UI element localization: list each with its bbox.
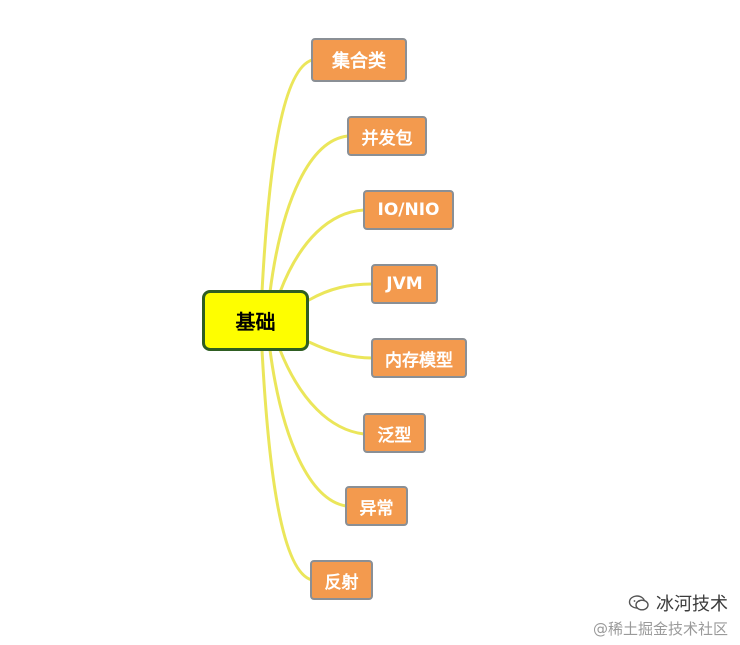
child-node-label: 反射 xyxy=(324,572,359,593)
connector-6 xyxy=(278,348,366,436)
child-node-concurrent[interactable]: 并发包 xyxy=(347,116,427,156)
connector-5 xyxy=(307,340,374,360)
connector-3 xyxy=(278,208,366,294)
connector-1 xyxy=(260,58,314,294)
child-node-generics[interactable]: 泛型 xyxy=(363,413,426,453)
watermark-site: @稀土掘金技术社区 xyxy=(592,620,728,638)
watermark: 冰河技术 @稀土掘金技术社区 xyxy=(593,590,728,639)
child-node-label: JVM xyxy=(386,274,423,294)
connector-4 xyxy=(307,282,374,302)
connector-8 xyxy=(260,348,314,582)
root-node[interactable]: 基础 xyxy=(202,290,309,351)
child-node-label: IO/NIO xyxy=(377,200,440,220)
child-node-label: 泛型 xyxy=(377,425,412,446)
connector-2 xyxy=(268,134,350,294)
child-node-memory-model[interactable]: 内存模型 xyxy=(371,338,467,378)
child-node-label: 并发包 xyxy=(361,128,413,149)
child-node-collections[interactable]: 集合类 xyxy=(311,38,407,82)
child-node-jvm[interactable]: JVM xyxy=(371,264,438,304)
connector-7 xyxy=(268,348,348,508)
child-node-exceptions[interactable]: 异常 xyxy=(345,486,408,526)
child-node-label: 内存模型 xyxy=(385,350,453,371)
root-node-label: 基础 xyxy=(235,310,276,334)
wechat-icon xyxy=(628,595,649,611)
child-node-io-nio[interactable]: IO/NIO xyxy=(363,190,454,230)
child-node-label: 异常 xyxy=(359,498,394,519)
child-node-reflection[interactable]: 反射 xyxy=(310,560,373,600)
child-node-label: 集合类 xyxy=(332,51,386,72)
watermark-channel: 冰河技术 xyxy=(656,594,728,615)
